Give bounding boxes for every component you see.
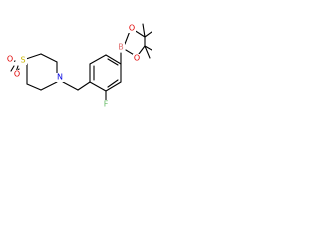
atom-nitrogen: N	[57, 73, 63, 82]
bond-c-c-lower	[26, 83, 42, 91]
bond-o-c-lower	[138, 45, 146, 55]
benzene-ring	[89, 54, 122, 92]
bond-methyl-2	[142, 23, 146, 38]
bond-b-o-upper	[124, 30, 131, 45]
bond-ar-5-6	[105, 81, 122, 92]
atom-oxygen-sulfonyl-bottom: O	[14, 70, 20, 79]
atom-oxygen-boronate-upper: O	[129, 24, 135, 33]
molecule-structure: S O O N F B O O	[6, 23, 152, 109]
bond-ar-6-1	[89, 81, 107, 92]
bond-methyl-4	[144, 45, 151, 59]
bond-ar-3-4	[105, 54, 122, 65]
atom-oxygen-sulfonyl-top: O	[7, 55, 13, 64]
bond-ar-2-3	[89, 54, 107, 65]
atom-oxygen-boronate-lower: O	[134, 54, 140, 63]
bond-ar-double-b	[107, 58, 119, 66]
bond-ch2-aryl	[77, 81, 91, 91]
bond-ar-double-c	[107, 79, 119, 88]
atom-fluorine: F	[104, 100, 109, 109]
bond-n-c-lower	[40, 81, 58, 91]
bond-c-c-upper	[40, 53, 58, 63]
bond-methyl-3	[144, 45, 152, 51]
atom-boron: B	[118, 43, 124, 52]
atom-sulfur: S	[20, 56, 25, 65]
pinacol-boronate-ring	[124, 23, 152, 59]
bond-methyl-1	[144, 31, 152, 38]
bond-s-o-bottom-a	[10, 65, 15, 72]
bond-n-ch2	[62, 81, 79, 91]
atom-labels: S O O N F B O O	[6, 24, 141, 109]
